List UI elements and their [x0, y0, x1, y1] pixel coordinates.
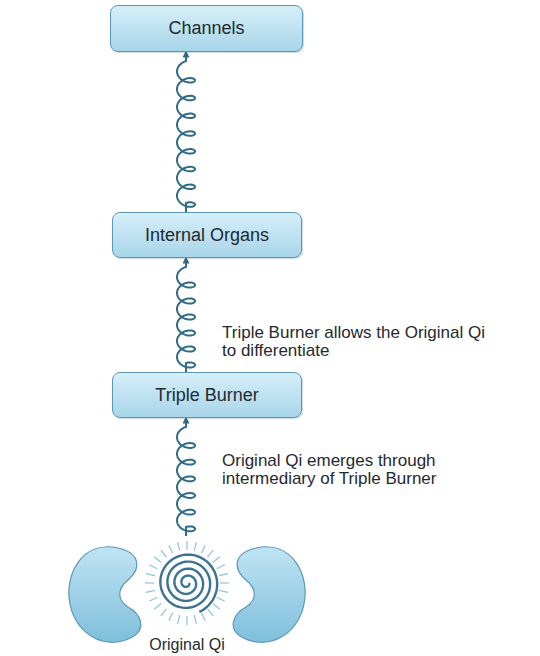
spiral-ray: [186, 541, 187, 550]
process-box: Internal Organs: [112, 212, 302, 258]
spiral-ray: [219, 574, 228, 576]
spiral-ray: [194, 542, 196, 551]
spiral-ray: [201, 613, 205, 621]
process-box: Triple Burner: [112, 372, 302, 418]
node-label: Channels: [168, 18, 244, 39]
left-kidney: [69, 547, 141, 642]
spiral-ray: [213, 604, 220, 610]
spiral-ray: [178, 542, 180, 551]
spiral-ray: [178, 615, 180, 624]
spiral-ray: [219, 590, 228, 592]
spiral-ray: [201, 545, 205, 553]
spiral-ray: [154, 604, 161, 610]
process-box: Channels: [110, 5, 303, 52]
spiral-ray: [217, 565, 225, 569]
edge-label: Original Qi emerges through intermediary…: [222, 452, 512, 488]
edge-label: Triple Burner allows the Original Qi to …: [222, 324, 487, 360]
spiral-ray: [161, 550, 167, 557]
node-label: Triple Burner: [155, 385, 258, 406]
spiral-ray: [146, 574, 155, 576]
spiral-path: [160, 555, 217, 612]
spiral-ray: [208, 609, 214, 616]
spiral-ray: [154, 557, 161, 563]
qi-spiral-node: Original Qi: [132, 536, 242, 654]
spiral-ray: [186, 616, 187, 625]
spiral-ray: [208, 550, 214, 557]
spiral-ray: [217, 597, 225, 601]
right-kidney: [233, 547, 305, 642]
spiral-ray: [149, 597, 157, 601]
spiral-ray: [220, 582, 229, 583]
spiral-ray: [194, 615, 196, 624]
coil-arrow: [177, 258, 195, 372]
spiral-ray: [145, 582, 154, 583]
spiral-ray: [169, 613, 173, 621]
spiral-ray: [213, 557, 220, 563]
node-label: Original Qi: [132, 636, 242, 654]
spiral-ray: [161, 609, 167, 616]
coil-arrow: [177, 418, 195, 536]
coil-arrow: [177, 52, 195, 212]
spiral-ray: [146, 590, 155, 592]
node-label: Internal Organs: [145, 225, 269, 246]
spiral-ray: [169, 545, 173, 553]
spiral-ray: [149, 565, 157, 569]
